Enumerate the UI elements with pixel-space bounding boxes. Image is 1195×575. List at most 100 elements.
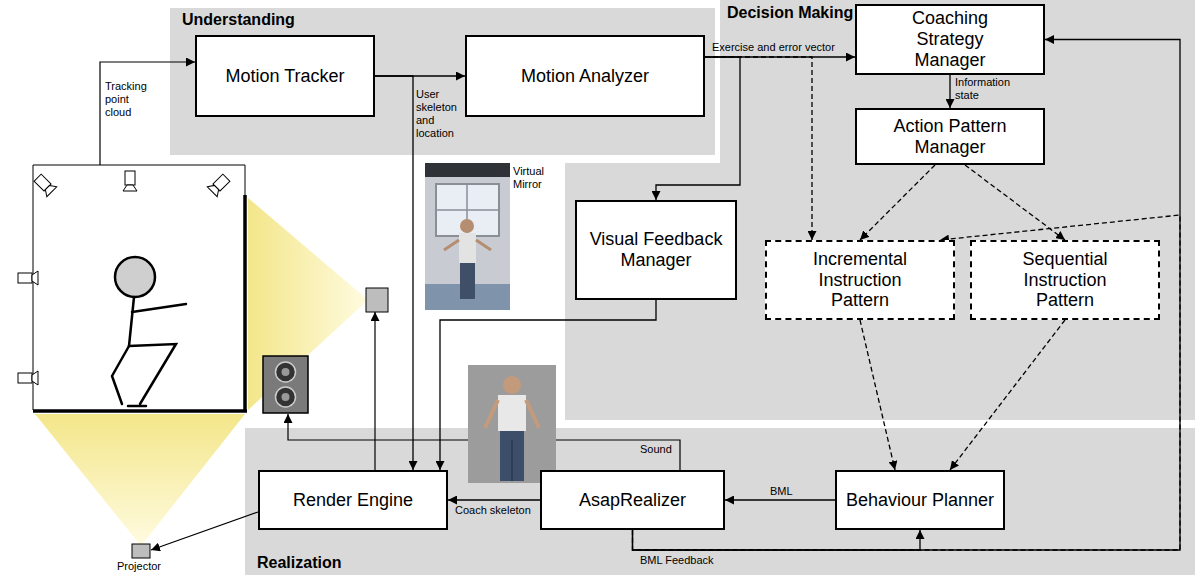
- connector-arrow: [725, 499, 835, 500]
- edge-label-holder: Information state: [955, 76, 1019, 102]
- virtual-coach-image: [511, 440, 513, 481]
- tracking-camera: [123, 185, 137, 191]
- annotation-label-holder: Tracking point cloud: [105, 80, 155, 119]
- tracking-camera: [33, 173, 57, 197]
- user-stick-figure: [115, 257, 155, 297]
- edge-label: BML: [770, 485, 793, 498]
- virtual-coach-image: [503, 376, 521, 394]
- user-stick-figure: [129, 297, 134, 346]
- speaker: [263, 356, 308, 413]
- virtual-coach-image: [468, 365, 556, 483]
- virtual-mirror-image: [460, 263, 475, 299]
- projector: [132, 544, 150, 558]
- process-box: Render Engine: [258, 470, 448, 530]
- tracking-camera: [32, 271, 38, 285]
- annotation-label: Projector: [117, 560, 161, 573]
- box-label-group: Incremental Instruction Pattern: [800, 249, 920, 311]
- connector-arrow: [949, 75, 950, 108]
- virtual-coach-image: [468, 365, 556, 483]
- projection-beam: [35, 414, 245, 546]
- box-label-group: Behaviour Planner: [846, 490, 994, 511]
- virtual-mirror-image: [436, 184, 499, 236]
- box-label: Visual Feedback Manager: [581, 229, 731, 270]
- tracking-camera: [43, 183, 57, 197]
- stage-band: Realization Render Engine AsapRealizer Beha…: [245, 428, 1195, 575]
- room-outline: [243, 195, 247, 412]
- box-label: Action Pattern Manager: [880, 116, 1020, 157]
- wire: [151, 512, 258, 550]
- box-label-group: Motion Analyzer: [521, 66, 649, 87]
- box-label: Coaching Strategy Manager: [893, 8, 1008, 70]
- box-label-group: Motion Tracker: [225, 66, 344, 87]
- virtual-coach-image: [498, 395, 526, 431]
- tracking-camera: [18, 371, 38, 385]
- box-label: Render Engine: [293, 490, 413, 511]
- virtual-mirror-image: [425, 163, 510, 177]
- virtual-mirror-image: [425, 163, 510, 310]
- edge-label-holder: BML Feedback: [640, 554, 714, 567]
- tracking-camera: [18, 273, 32, 283]
- edge-label-holder: Exercise and error vector: [712, 41, 835, 54]
- annotation-label-holder: Virtual Mirror: [513, 165, 555, 191]
- virtual-coach-image: [485, 400, 539, 428]
- box-label-group: Action Pattern Manager: [880, 116, 1020, 157]
- wire: [374, 312, 375, 470]
- process-box: AsapRealizer: [540, 470, 725, 530]
- box-label: Sequential Instruction Pattern: [1005, 249, 1125, 311]
- box-label-group: Coaching Strategy Manager: [893, 8, 1008, 70]
- user-stick-figure: [129, 344, 176, 404]
- annotation-label-holder: Projector: [117, 560, 161, 573]
- process-box: Motion Analyzer: [465, 35, 705, 117]
- virtual-mirror-image: [425, 163, 510, 310]
- tracking-camera: [207, 173, 231, 197]
- annotation-label: Virtual Mirror: [513, 165, 555, 191]
- room-outline: [33, 165, 247, 412]
- process-box: Visual Feedback Manager: [575, 200, 737, 300]
- tracking-camera: [207, 183, 221, 197]
- user-stick-figure: [112, 346, 129, 404]
- box-label-group: Render Engine: [293, 490, 413, 511]
- speaker: [263, 356, 308, 413]
- band-heading: Decision Making: [727, 4, 853, 22]
- virtual-mirror-image: [460, 219, 474, 233]
- room-outline: [33, 409, 247, 413]
- box-label: Incremental Instruction Pattern: [800, 249, 920, 311]
- connector-arrow: [448, 499, 540, 500]
- box-label: Motion Analyzer: [521, 66, 649, 87]
- tracking-camera: [123, 171, 137, 191]
- virtual-mirror-image: [436, 184, 499, 236]
- edge-label: BML Feedback: [640, 554, 714, 567]
- box-label-group: Visual Feedback Manager: [581, 229, 731, 270]
- virtual-mirror-image: [459, 233, 476, 263]
- user-stick-figure: [112, 257, 186, 406]
- edge-label: User skeleton and location: [416, 88, 462, 140]
- edge-label: Information state: [955, 76, 1019, 102]
- edge-label: Coach skeleton: [455, 504, 531, 517]
- process-box: Motion Tracker: [195, 35, 375, 117]
- projector: [366, 288, 388, 312]
- box-label: Behaviour Planner: [846, 490, 994, 511]
- tracking-camera: [32, 371, 38, 385]
- virtual-mirror-image: [444, 240, 491, 250]
- box-label: AsapRealizer: [579, 490, 686, 511]
- tracking-camera: [18, 373, 32, 383]
- speaker: [276, 362, 296, 382]
- tracking-camera: [18, 271, 38, 285]
- edge-label-holder: Coach skeleton: [455, 504, 531, 517]
- virtual-coach-image: [500, 431, 524, 481]
- band-heading: Understanding: [182, 11, 295, 29]
- box-label-group: Sequential Instruction Pattern: [1005, 249, 1125, 311]
- pattern-box: Incremental Instruction Pattern: [765, 240, 955, 320]
- process-box: Action Pattern Manager: [855, 108, 1045, 165]
- box-label-group: AsapRealizer: [579, 490, 686, 511]
- user-stick-figure: [128, 405, 146, 408]
- tracking-camera: [125, 171, 135, 185]
- annotation-label-holder: Sound: [640, 443, 672, 456]
- edge-label-holder: BML: [770, 485, 793, 498]
- box-label: Motion Tracker: [225, 66, 344, 87]
- band-heading: Realization: [257, 554, 341, 572]
- speaker: [282, 368, 290, 376]
- process-box: Behaviour Planner: [835, 470, 1005, 530]
- pattern-box: Sequential Instruction Pattern: [970, 240, 1160, 320]
